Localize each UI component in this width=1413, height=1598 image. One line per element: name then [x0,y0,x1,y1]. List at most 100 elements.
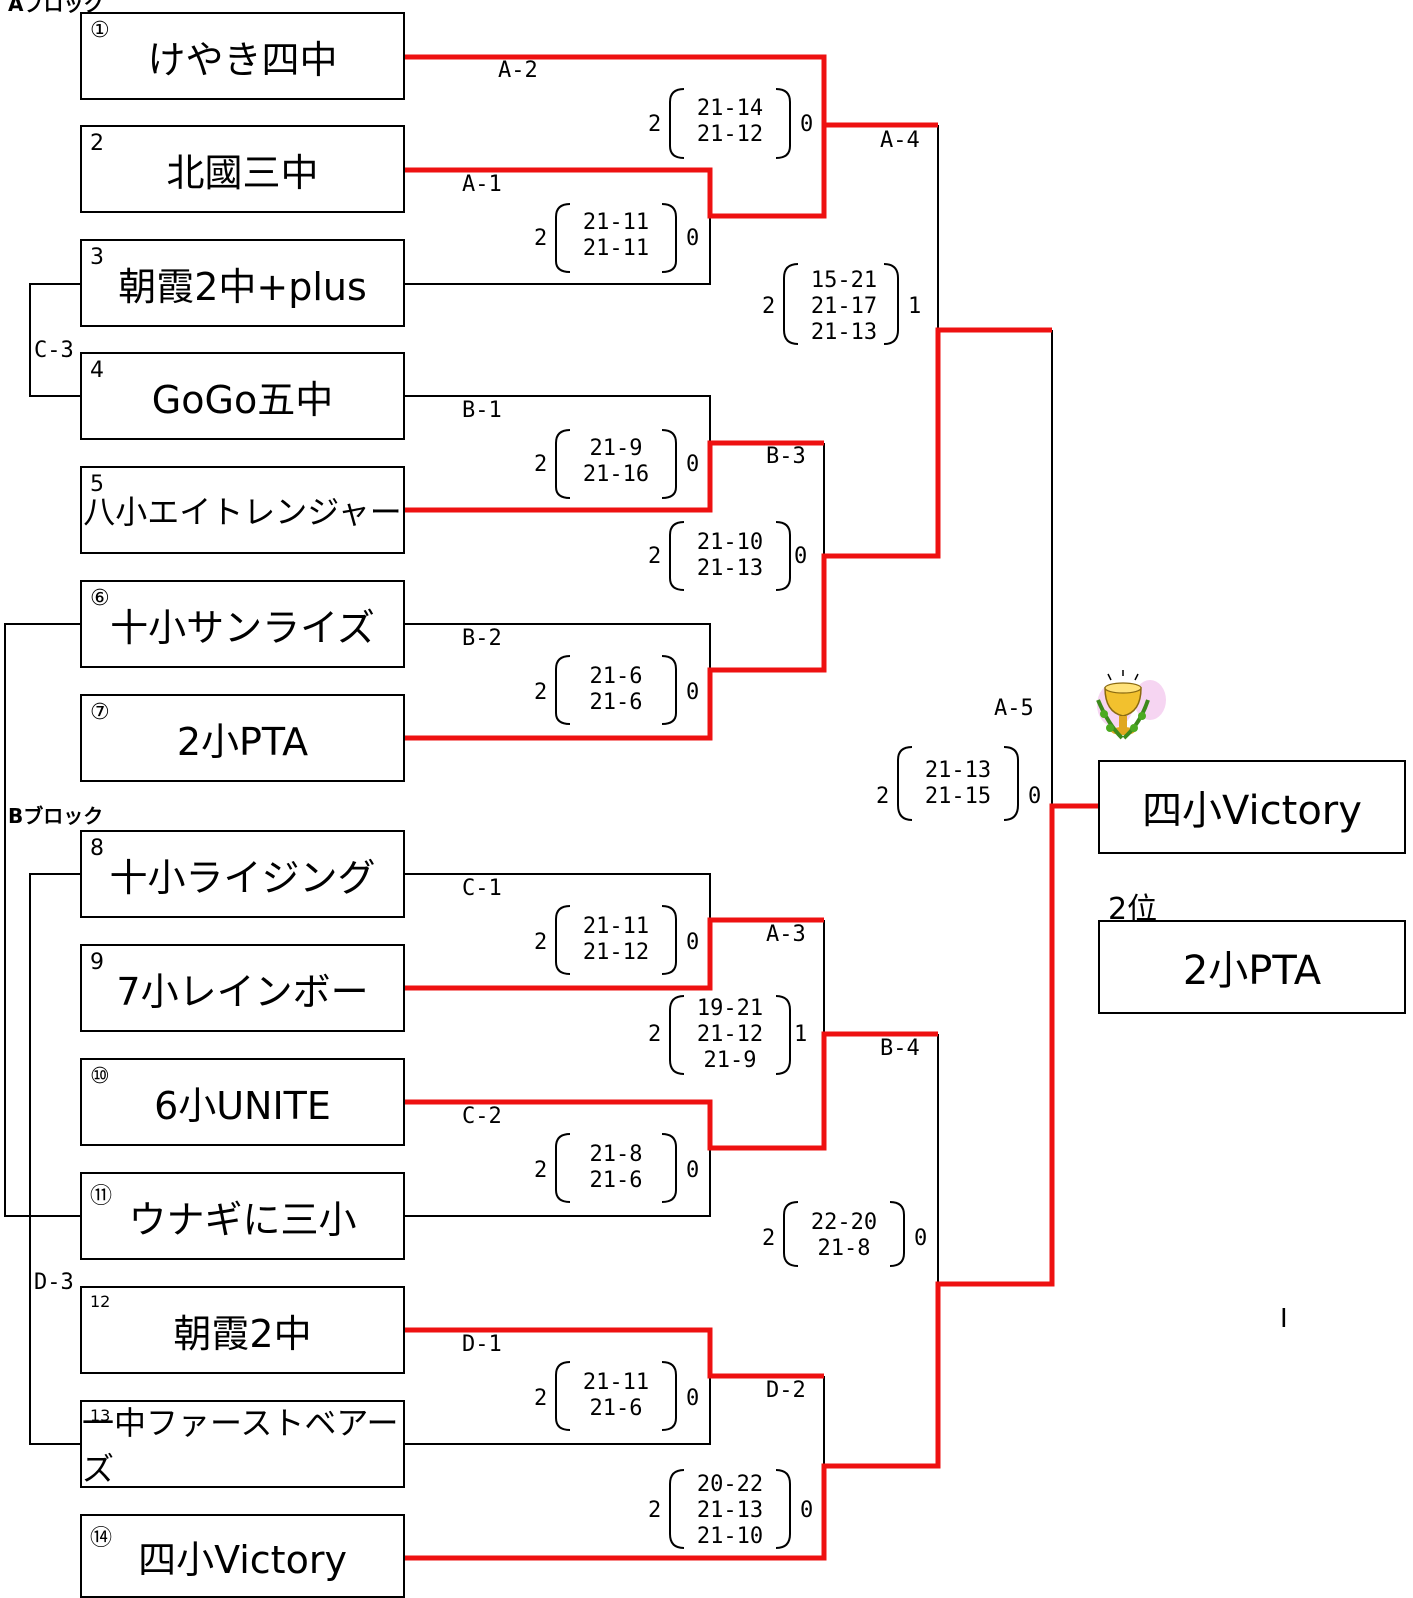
team-box: 8 十小ライジング [80,830,405,918]
paren [669,521,685,591]
paren [555,203,571,273]
seed-number: 13 [90,1406,111,1425]
paren [775,88,791,159]
consolation-line-6-11 [4,623,80,1217]
champion-box: 四小Victory [1098,760,1406,854]
paren [889,1201,905,1267]
win-line-t2 [405,125,827,219]
sets-won-left: 2 [648,112,662,137]
paren [661,1361,677,1431]
team-box: ① けやき四中 [80,12,405,100]
team-name: 2小PTA [176,719,309,764]
block-b-label: Bブロック [8,804,104,828]
set-score: 21-13 [810,320,878,345]
set-score: 21-12 [582,940,650,965]
set-score: 20-22 [696,1472,764,1497]
sets-won-right: 0 [914,1226,928,1251]
paren [775,1469,791,1549]
team-box: 3 朝霞2中+plus [80,239,405,327]
team-name: 四小Victory [138,1537,347,1582]
second-place-name: 2小PTA [1182,948,1322,994]
win-line-t12 [405,1327,824,1379]
team-box: ⑪ ウナギに三小 [80,1172,405,1260]
seed-number: ① [90,18,110,43]
match-label: A-5 [994,696,1034,721]
team-name: 八小エイトレンジャー [83,493,402,531]
seed-number: ⑩ [90,1064,110,1089]
seed-number: 8 [90,836,104,861]
win-line-t7 [405,327,1052,741]
match-label: C-2 [462,1104,502,1129]
seed-number: 3 [90,245,104,270]
set-score: 21-10 [696,1524,764,1549]
paren [661,1133,677,1203]
sets-won-left: 2 [534,452,548,477]
team-name: 北國三中 [166,150,319,195]
paren [555,429,571,499]
sets-won-left: 2 [534,680,548,705]
sets-won-left: 2 [876,784,890,809]
line-t8 [405,873,711,920]
win-line-t10 [405,1031,938,1151]
team-box: 2 北國三中 [80,125,405,213]
sets-won-right: 0 [1028,784,1042,809]
team-name: 7小レインボー [116,969,369,1014]
team-box: 9 7小レインボー [80,944,405,1032]
sets-won-left: 2 [762,1226,776,1251]
sets-won-left: 2 [648,544,662,569]
paren [775,995,791,1075]
team-name: 十小サンライズ [110,605,375,650]
paren [669,995,685,1075]
sets-won-right: 0 [686,680,700,705]
set-score: 21-14 [696,96,764,121]
block-a-label: Aブロック [8,0,104,16]
set-score: 21-13 [924,758,992,783]
match-label: B-3 [766,444,806,469]
line-t4 [405,395,711,443]
team-name: 一中ファーストベアーズ [82,1404,399,1488]
set-score: 21-12 [696,1022,764,1047]
team-name: 朝霞2中+plus [118,264,367,309]
set-score: 21-13 [696,556,764,581]
team-box: 5 八小エイトレンジャー [80,466,405,554]
seed-number: 12 [90,1292,111,1311]
line-t11 [405,1148,711,1217]
trophy-icon [1096,670,1166,740]
sets-won-right: 0 [800,112,814,137]
sets-won-left: 2 [648,1498,662,1523]
seed-number: 9 [90,950,104,975]
paren [555,905,571,975]
match-label: A-3 [766,922,806,947]
set-score: 15-21 [810,268,878,293]
sets-won-left: 2 [534,1386,548,1411]
match-label: B-2 [462,626,502,651]
team-name: GoGo五中 [151,377,334,422]
set-score: 21-6 [589,1396,643,1421]
team-name: けやき四中 [147,37,338,82]
paren [661,203,677,273]
seed-number: ⑪ [90,1184,113,1209]
team-name: 十小ライジング [109,855,376,900]
paren [783,263,799,345]
team-box: ⑩ 6小UNITE [80,1058,405,1146]
team-box: ⑦ 2小PTA [80,694,405,782]
sets-won-left: 2 [534,226,548,251]
set-score: 19-21 [696,996,764,1021]
set-score: 21-13 [696,1498,764,1523]
sets-won-right: 0 [686,1158,700,1183]
set-score: 21-10 [696,530,764,555]
line-t13 [405,1376,711,1445]
team-box: 4 GoGo五中 [80,352,405,440]
set-score: 21-6 [589,1168,643,1193]
sets-won-right: 1 [908,294,922,319]
paren [783,1201,799,1267]
seed-number: 5 [90,472,104,497]
set-score: 21-8 [589,1142,643,1167]
paren [775,521,791,591]
paren [555,1361,571,1431]
consolation-line-c3 [29,283,80,397]
win-line-t5 [405,440,824,513]
set-score: 21-11 [582,1370,650,1395]
sets-won-left: 2 [762,294,776,319]
consolation-line-d3 [29,873,80,1445]
